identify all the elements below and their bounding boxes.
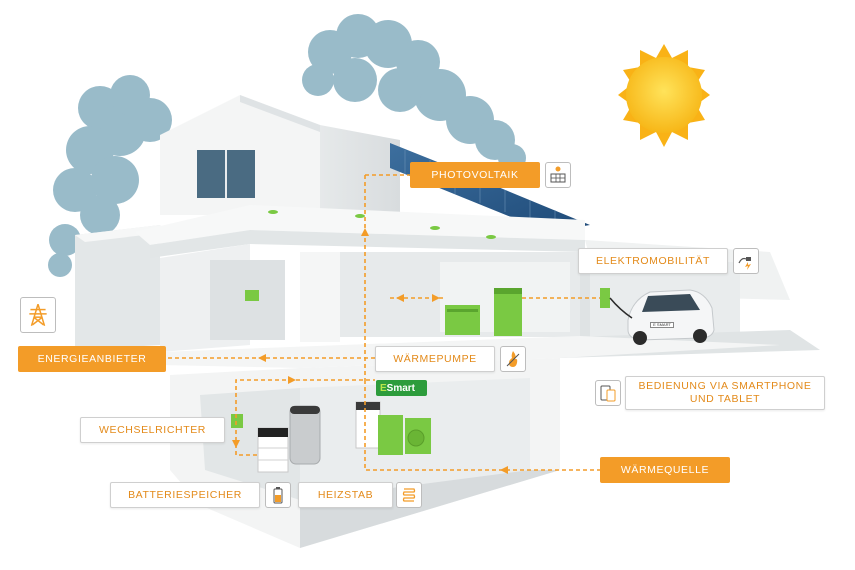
side-annex — [75, 225, 160, 350]
wall-display — [245, 290, 259, 301]
license-plate: E SMART — [650, 322, 674, 328]
heizstab-label[interactable]: HEIZSTAB — [298, 482, 393, 508]
elektromobilitaet-label[interactable]: ELEKTROMOBILITÄT — [578, 248, 728, 274]
sun-icon — [618, 44, 710, 147]
flow-arrows — [232, 228, 508, 474]
battery-icon — [265, 482, 291, 508]
batteriespeicher-label[interactable]: BATTERIESPEICHER — [110, 482, 260, 508]
smartphone-tablet-icon — [595, 380, 621, 406]
logo-prefix: E — [380, 382, 387, 394]
smartphone-label-line2: UND TABLET — [689, 393, 761, 405]
smartphone-label-line1: BEDIENUNG VIA SMARTPHONE — [638, 380, 812, 392]
waermequelle-label[interactable]: WÄRMEQUELLE — [600, 457, 730, 483]
wechselrichter-label[interactable]: WECHSELRICHTER — [80, 417, 225, 443]
logo-suffix: Smart — [386, 382, 416, 394]
heat-pump-indoor-unit — [355, 401, 431, 455]
hot-water-tank — [289, 405, 321, 465]
power-pylon-icon — [20, 297, 56, 333]
heating-coil-icon — [396, 482, 422, 508]
smartphone-tablet-label[interactable]: BEDIENUNG VIA SMARTPHONE UND TABLET — [625, 376, 825, 410]
solar-panel-icon — [545, 162, 571, 188]
heat-pump-unit — [445, 288, 522, 336]
photovoltaik-label[interactable]: PHOTOVOLTAIK — [410, 162, 540, 188]
energieanbieter-label[interactable]: ENERGIEANBIETER — [18, 346, 166, 372]
ev-plug-icon — [733, 248, 759, 274]
roof-slab — [135, 205, 585, 245]
electric-car — [609, 289, 715, 345]
ev-charger — [600, 288, 610, 308]
waermepumpe-label[interactable]: WÄRMEPUMPE — [375, 346, 495, 372]
battery-storage-unit — [257, 427, 289, 473]
heat-flame-icon — [500, 346, 526, 372]
ceiling-lights — [268, 210, 496, 239]
inverter-unit — [231, 414, 243, 428]
